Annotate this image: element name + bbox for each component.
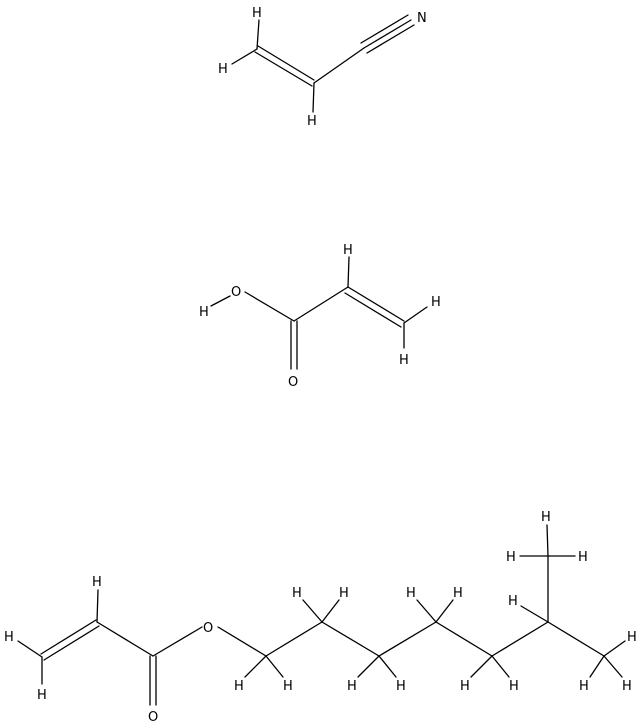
bond [210, 295, 231, 307]
atom-label-h: H [92, 575, 102, 590]
atom-label-h: H [292, 586, 302, 601]
bond [244, 291, 295, 322]
molecule-acrylonitrile: N H H H [218, 6, 427, 129]
bond [257, 45, 315, 81]
atom-label-o: O [231, 285, 241, 300]
bond [96, 589, 99, 623]
bond [293, 286, 349, 322]
bond [347, 256, 350, 288]
atom-label-h: H [399, 353, 409, 368]
atom-label-h: H [37, 688, 47, 703]
bond [547, 621, 605, 657]
atom-label-n: N [417, 11, 427, 26]
atom-label-h: H [578, 550, 588, 565]
atom-label-h: H [339, 586, 349, 601]
bond [491, 621, 549, 657]
bond [312, 82, 315, 113]
bond [256, 19, 260, 50]
bond [254, 51, 313, 87]
bond [416, 599, 437, 623]
atom-label-h: H [218, 62, 228, 77]
bond [302, 599, 323, 623]
atom-label-h: H [406, 586, 416, 601]
atom-label-h: H [307, 114, 317, 129]
atom-label-o: O [288, 375, 298, 390]
bond [244, 655, 267, 678]
bond [96, 621, 154, 657]
atom-label-h: H [453, 586, 463, 601]
atom-label-h: H [347, 679, 357, 694]
bond [546, 524, 549, 557]
bond [603, 640, 626, 657]
atom-label-h: H [396, 679, 406, 694]
bond [435, 599, 454, 623]
atom-label-h: H [460, 679, 470, 694]
atom-label-o: O [203, 621, 213, 636]
bond [520, 605, 549, 623]
bond [321, 599, 340, 623]
bond [231, 48, 258, 65]
bond [470, 655, 493, 678]
molecule-isooctyl-acrylate: O O H H H H H H H H H H H H H H H H H H … [4, 510, 637, 724]
bond [313, 47, 365, 84]
bond [321, 621, 380, 657]
molecule-acrylic-acid: O H O H H H [199, 243, 441, 390]
bond [265, 621, 323, 657]
bond [435, 621, 493, 657]
atom-label-h: H [627, 630, 637, 645]
bond [366, 24, 415, 54]
atom-label-o: O [148, 710, 158, 724]
bond [589, 655, 605, 678]
bond [344, 292, 402, 328]
bond [265, 655, 284, 678]
atom-label-h: H [508, 594, 518, 609]
atom-label-h: H [252, 6, 262, 21]
bond [40, 619, 97, 655]
bond [363, 19, 412, 49]
atom-label-h: H [234, 679, 244, 694]
bond [378, 655, 397, 678]
atom-label-h: H [283, 679, 293, 694]
bond [403, 306, 428, 324]
bond [217, 626, 267, 657]
bond [357, 655, 380, 678]
bond [43, 625, 100, 661]
bond [17, 640, 43, 658]
atom-label-h: H [431, 295, 441, 310]
bond [603, 655, 623, 678]
atom-label-h: H [343, 243, 353, 258]
atom-label-h: H [506, 550, 516, 565]
bond [378, 621, 437, 657]
bond [360, 14, 409, 44]
bond [491, 655, 510, 678]
bond [152, 626, 203, 657]
atom-label-h: H [509, 679, 519, 694]
bond [347, 286, 405, 322]
atom-label-h: H [541, 510, 551, 525]
atom-label-h: H [199, 305, 209, 320]
atom-label-h: H [622, 679, 632, 694]
atom-label-h: H [4, 630, 14, 645]
atom-label-h: H [579, 679, 589, 694]
